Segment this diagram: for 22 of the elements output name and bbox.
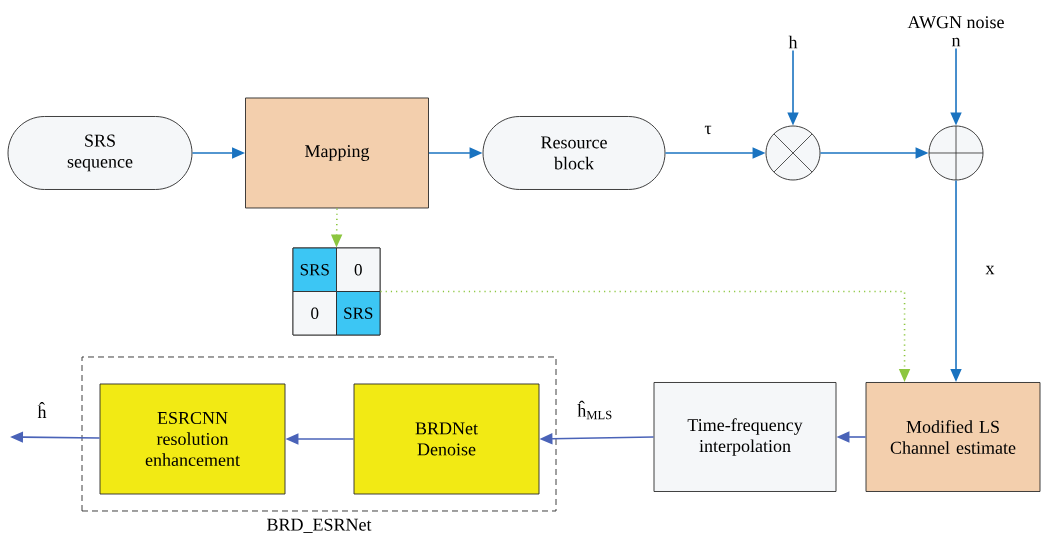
grid-cell: SRS bbox=[292, 247, 337, 292]
adder-symbol bbox=[928, 125, 984, 181]
grid-cell: SRS bbox=[336, 291, 381, 336]
network-box: BRDNet Denoise bbox=[353, 383, 540, 495]
input-label: h bbox=[788, 35, 798, 49]
process-box: Time-frequency interpolation bbox=[653, 382, 837, 492]
process-box: Mapping bbox=[245, 97, 429, 209]
node-label: BRD_ESRNet bbox=[267, 518, 372, 533]
process-box: Modified LS Channel estimate bbox=[865, 382, 1041, 492]
edge-label: ĥ bbox=[37, 402, 47, 418]
edge-label: ĥ$_{MLS}$ bbox=[577, 400, 612, 420]
rounded-box: Resource block bbox=[482, 116, 666, 190]
edge-label: τ bbox=[704, 125, 712, 135]
rounded-box: SRS sequence bbox=[7, 116, 193, 190]
network-box: ESRCNN resolution enhancement bbox=[99, 383, 286, 495]
multiplier-symbol bbox=[765, 125, 821, 181]
grid-cell: 0 bbox=[292, 291, 337, 336]
resource-grid bbox=[292, 247, 381, 336]
input-label: n bbox=[951, 37, 961, 47]
edge-label: x bbox=[985, 265, 995, 275]
noise-label: AWGN noise bbox=[907, 16, 1004, 29]
grid-cell: 0 bbox=[336, 247, 381, 292]
